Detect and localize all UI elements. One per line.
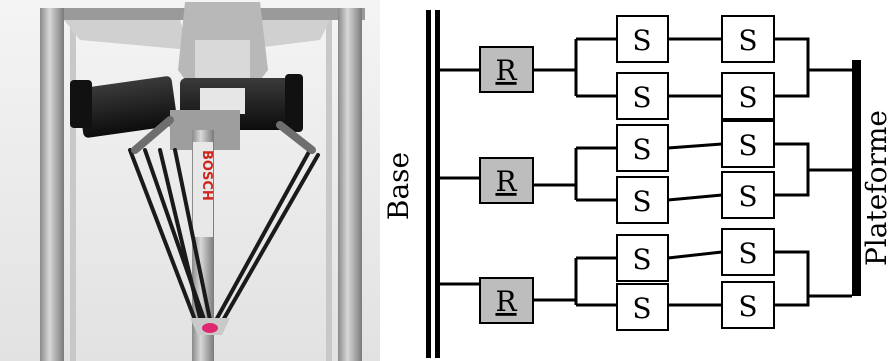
spherical-joint-box (721, 15, 775, 63)
spherical-joint-label: S (738, 129, 757, 162)
spherical-joint-box (616, 176, 669, 224)
revolute-joint-label: R (495, 54, 517, 87)
base-bar-right (435, 10, 440, 358)
leg-3: R S S S S (479, 228, 775, 331)
spherical-joint-box (616, 124, 669, 172)
kinematic-diagram: Base Plateforme (382, 10, 893, 358)
spherical-joint-box (616, 72, 669, 120)
end-effector (190, 318, 230, 335)
spherical-joint-label: S (738, 290, 757, 323)
base-label: Base (382, 152, 415, 220)
upper-arms (131, 116, 316, 154)
revolute-joint-box (479, 46, 534, 93)
bosch-logo: BOSCH (199, 150, 214, 201)
arms (128, 148, 320, 324)
spherical-joint-label: S (738, 81, 757, 114)
spherical-joint-label: S (738, 180, 757, 213)
platform-label: Plateforme (860, 110, 893, 266)
spherical-joint-label: S (738, 24, 757, 57)
spherical-joint-label: S (632, 292, 651, 325)
spherical-joint-label: S (632, 81, 651, 114)
delta-robot-photo: BOSCH (0, 0, 380, 361)
spherical-joint-label: S (738, 237, 757, 270)
base-bar-left (426, 10, 431, 358)
platform-bar (852, 60, 861, 296)
revolute-joint-box (479, 157, 534, 204)
spherical-joint-box (616, 283, 669, 331)
revolute-joint-label: R (495, 165, 517, 198)
spherical-joint-box (721, 72, 775, 120)
spherical-joint-box (721, 228, 775, 276)
revolute-joint-label: R (495, 285, 517, 318)
spherical-joint-box (721, 120, 775, 168)
spherical-joint-box (721, 281, 775, 329)
spherical-joint-label: S (632, 24, 651, 57)
leg-2: R S S S S (479, 120, 775, 224)
spherical-joint-label: S (632, 243, 651, 276)
revolute-joint-box (479, 277, 534, 324)
spherical-joint-box (616, 15, 669, 63)
leg-1: R S S S S (479, 15, 775, 120)
connection-lines (440, 37, 852, 307)
spherical-joint-label: S (632, 133, 651, 166)
spherical-joint-box (616, 234, 669, 282)
spherical-joint-label: S (632, 185, 651, 218)
spherical-joint-box (721, 171, 775, 219)
